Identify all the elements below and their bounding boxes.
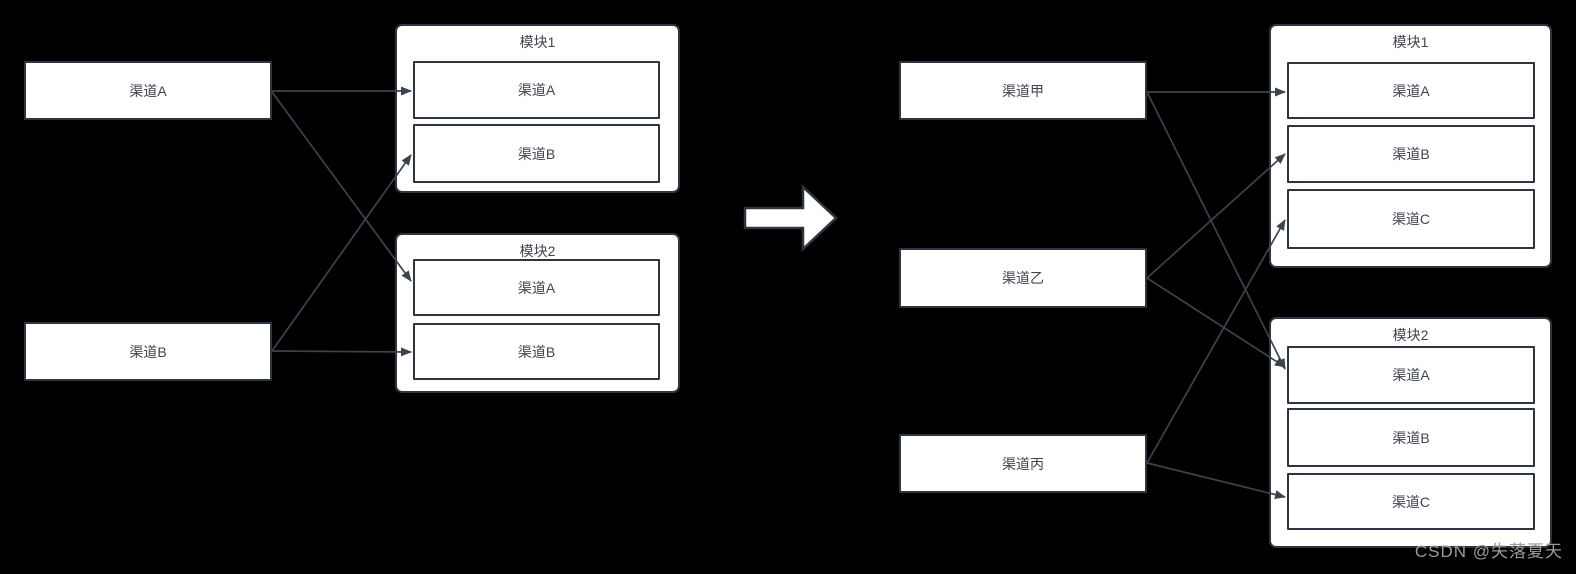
after-channel-yi-label: 渠道乙 — [1002, 270, 1044, 286]
after-module1-channel-a: 渠道A — [1287, 62, 1535, 119]
after-channel-yi: 渠道乙 — [899, 248, 1147, 308]
after-channel-bing: 渠道丙 — [899, 434, 1147, 493]
before-channel-b: 渠道B — [24, 322, 272, 381]
before-channel-b-label: 渠道B — [129, 343, 167, 360]
before-module1-channel-b-label: 渠道B — [517, 145, 556, 162]
edge-after-channel-yi-to-after-module2-channel-a — [1146, 277, 1286, 368]
edge-after-channel-yi-to-after-module1-channel-b — [1146, 153, 1286, 279]
before-module-2-title: 模块2 — [519, 243, 556, 259]
edge-after-channel-bing-to-after-module2-channel-c — [1146, 462, 1286, 499]
after-module2-channel-c-label: 渠道C — [1391, 493, 1431, 510]
transform-arrow-icon — [743, 184, 838, 252]
before-module2-channel-b: 渠道B — [413, 323, 660, 380]
before-module1-channel-a-label: 渠道A — [517, 82, 556, 98]
after-module1-channel-a-label: 渠道A — [1392, 82, 1430, 99]
after-module2-channel-b-label: 渠道B — [1392, 429, 1430, 446]
after-module2-channel-a: 渠道A — [1287, 346, 1535, 404]
before-channel-a-label: 渠道A — [129, 82, 167, 99]
edge-after-channel-bing-to-after-module1-channel-c — [1146, 219, 1286, 464]
after-module1-channel-c-label: 渠道C — [1391, 211, 1431, 227]
after-channel-jia-label: 渠道甲 — [1002, 82, 1044, 99]
before-module2-channel-a: 渠道A — [413, 259, 660, 316]
before-channel-a: 渠道A — [24, 61, 272, 120]
after-module1-channel-c: 渠道C — [1287, 189, 1535, 249]
after-module1-channel-b-label: 渠道B — [1392, 146, 1430, 162]
edge-before-channel-b-to-before-module1-channel-b — [271, 154, 412, 352]
edge-before-channel-b-to-before-module2-channel-b — [271, 347, 412, 357]
after-module2-channel-a-label: 渠道A — [1392, 367, 1430, 383]
watermark: CSDN @失落夏天 — [1414, 542, 1563, 561]
before-module1-channel-b: 渠道B — [413, 124, 660, 183]
after-module2-channel-b: 渠道B — [1287, 408, 1535, 467]
before-module2-channel-a-label: 渠道A — [517, 279, 556, 296]
after-module-1-title: 模块1 — [1392, 34, 1429, 50]
edge-after-channel-jia-to-after-module2-channel-a — [1146, 91, 1286, 370]
after-channel-bing-label: 渠道丙 — [1002, 455, 1044, 472]
after-module2-channel-c: 渠道C — [1287, 473, 1535, 530]
before-module1-channel-a: 渠道A — [413, 61, 660, 119]
after-module1-channel-b: 渠道B — [1287, 125, 1535, 183]
after-module-2-title: 模块2 — [1392, 327, 1429, 343]
after-channel-jia: 渠道甲 — [899, 61, 1147, 120]
before-module2-channel-b-label: 渠道B — [517, 343, 556, 360]
before-module-1-title: 模块1 — [519, 34, 556, 50]
edge-before-channel-a-to-before-module2-channel-a — [271, 91, 412, 282]
